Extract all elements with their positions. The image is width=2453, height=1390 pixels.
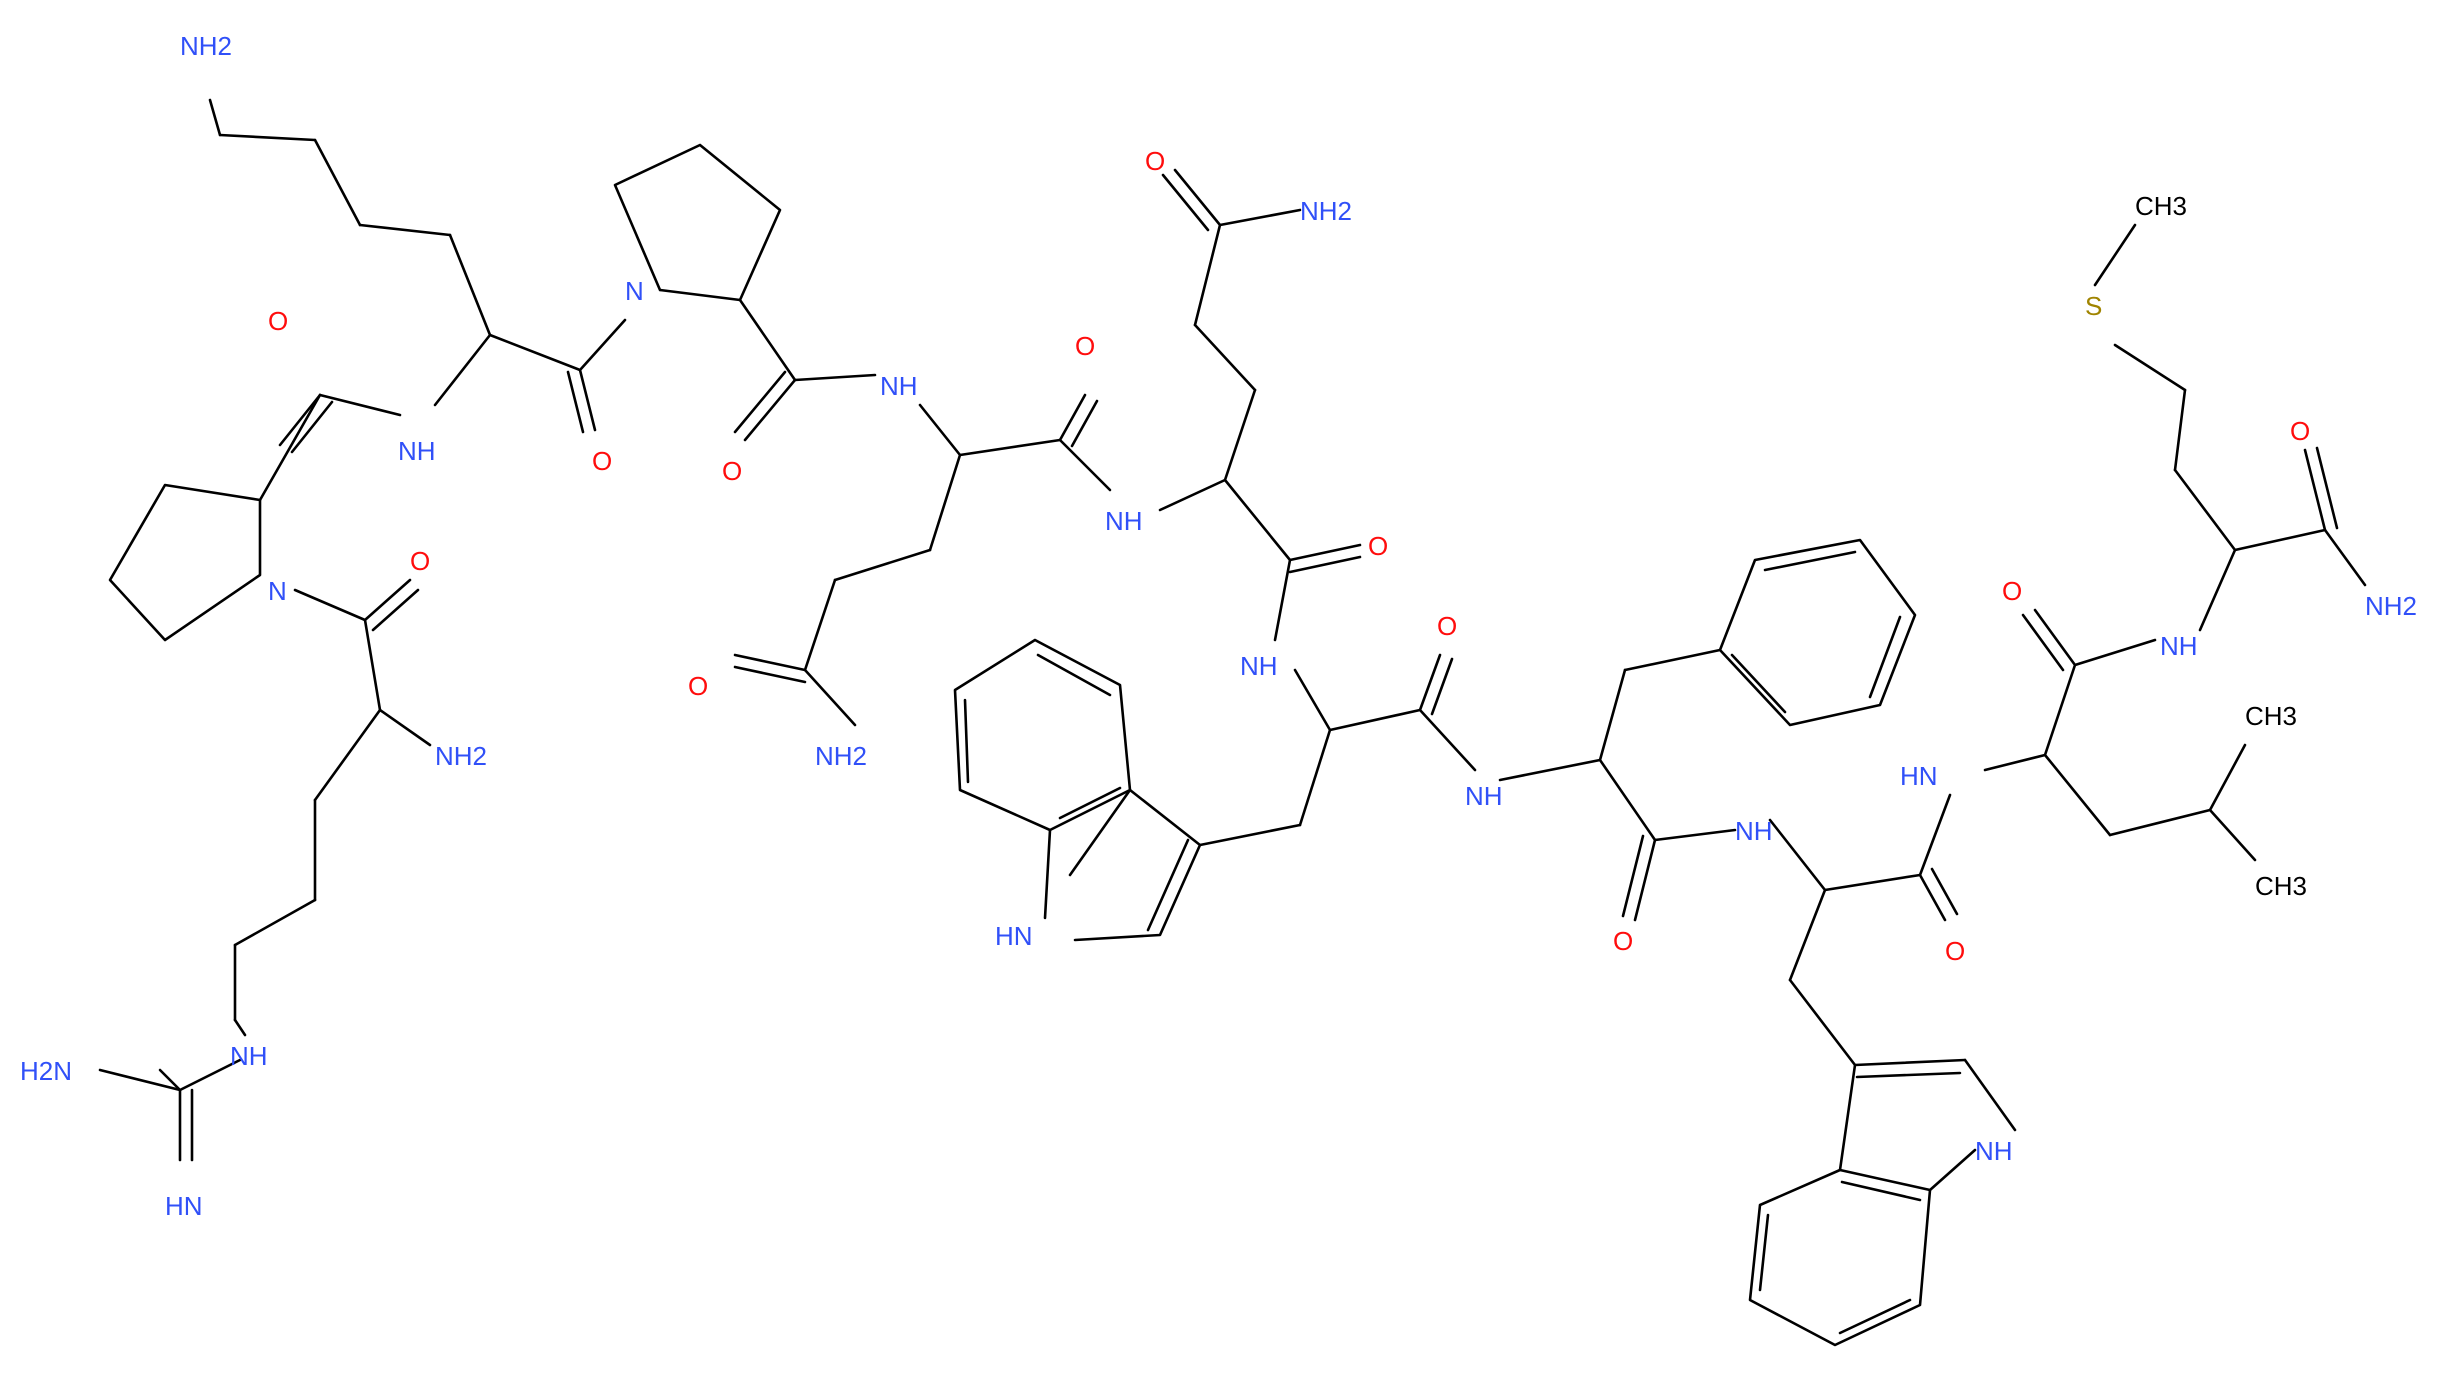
gln2-side-oxygen-label: O xyxy=(688,671,708,701)
met-terminal-amide-label: NH2 xyxy=(2365,591,2417,621)
bond-skeleton xyxy=(98,98,2367,1347)
lys-amine-label: NH2 xyxy=(180,31,232,61)
met-sulfur-label: S xyxy=(2085,291,2102,321)
leu-amide-nh-label: HN xyxy=(1900,761,1938,791)
guanidine-nh-label: NH xyxy=(230,1041,268,1071)
pro1-nitrogen-label: N xyxy=(625,276,644,306)
trp1-carbonyl-oxygen-label: O xyxy=(1437,611,1457,641)
lys-amide-nh-label: NH xyxy=(398,436,436,466)
leu-methyl-label-2: CH3 xyxy=(2255,871,2307,901)
leu-methyl-label-1: CH3 xyxy=(2245,701,2297,731)
gln1-amide-nh-label: NH xyxy=(880,371,918,401)
pro2-nitrogen-label: N xyxy=(268,576,287,606)
gln2-amide-nh-label: NH xyxy=(1105,506,1143,536)
pro2-carbonyl-oxygen-label: O xyxy=(268,306,288,336)
indole2-nh-label: NH xyxy=(1975,1136,2013,1166)
phe-carbonyl-oxygen-label: O xyxy=(1613,926,1633,956)
gln1-side-oxygen-label: O xyxy=(1145,146,1165,176)
trp1-amide-nh-label: NH xyxy=(1240,651,1278,681)
met-methyl-label: CH3 xyxy=(2135,191,2187,221)
gln2-carbonyl-oxygen-label: O xyxy=(1368,531,1388,561)
guanidine-imine-label: HN xyxy=(165,1191,203,1221)
met-amide-nh-label: NH xyxy=(2160,631,2198,661)
leu-carbonyl-oxygen-label: O xyxy=(2002,576,2022,606)
trp2-carbonyl-oxygen-label: O xyxy=(1945,936,1965,966)
indole1-nh-label: HN xyxy=(995,921,1033,951)
arg-carbonyl-oxygen-label: O xyxy=(410,546,430,576)
phe-amide-nh-label: NH xyxy=(1465,781,1503,811)
atom-labels: NH2 N N O O NH2 NH O O NH O NH2 O NH O N… xyxy=(20,31,2417,1221)
gln2-side-amide-label: NH2 xyxy=(815,741,867,771)
trp2-amide-nh-label: NH xyxy=(1735,816,1773,846)
arg-alpha-amine-label: NH2 xyxy=(435,741,487,771)
gln1-carbonyl-oxygen-label: O xyxy=(1075,331,1095,361)
lys-carbonyl-oxygen-label: O xyxy=(592,446,612,476)
gln1-side-amide-label: NH2 xyxy=(1300,196,1352,226)
met-carbonyl-oxygen-label: O xyxy=(2290,416,2310,446)
pro1-carbonyl-oxygen-label: O xyxy=(722,456,742,486)
guanidine-amine-label: H2N xyxy=(20,1056,72,1086)
